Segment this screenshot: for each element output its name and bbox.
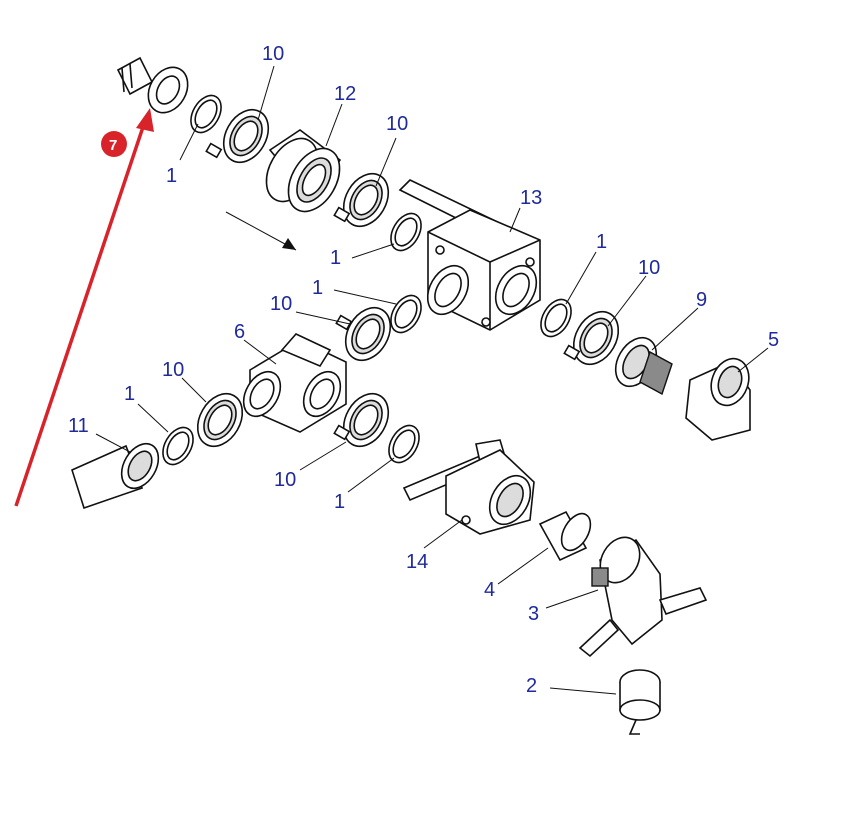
part-flange-7 xyxy=(147,66,189,114)
direction-arrow xyxy=(225,211,297,251)
callout-label: 13 xyxy=(520,187,542,209)
part-clamp-tee-10 xyxy=(196,392,244,448)
part-ball-valve-14 xyxy=(402,439,535,535)
part-sleeve-4 xyxy=(538,510,592,562)
callouts: 10 12 10 1 13 1 1 10 9 5 1 10 6 10 1 11 … xyxy=(68,43,779,697)
highlight-arrow xyxy=(14,108,154,507)
part-tee-6 xyxy=(242,333,347,433)
part-adapter-9 xyxy=(614,336,673,396)
part-cap-2 xyxy=(619,669,661,735)
callout-label: 12 xyxy=(334,83,356,105)
highlight-badge-number: 7 xyxy=(109,137,117,154)
callout-label: 6 xyxy=(234,321,245,343)
part-oring-center-1 xyxy=(390,294,422,334)
callout-label: 3 xyxy=(528,603,539,625)
part-oring-tee-1 xyxy=(162,426,194,466)
callout-label: 1 xyxy=(330,247,341,269)
part-clamp-left-10 xyxy=(335,306,392,362)
part-camlock-elbow-3 xyxy=(578,536,708,658)
highlight-badge-circle xyxy=(101,131,127,157)
part-hose-tail-11 xyxy=(71,442,160,510)
callout-label: 9 xyxy=(696,289,707,311)
callout-label: 1 xyxy=(166,165,177,187)
part-hose-tail-top xyxy=(116,56,154,96)
callout-label: 4 xyxy=(484,579,495,601)
part-valve-13 xyxy=(398,179,541,331)
part-clamp-low-10 xyxy=(333,392,390,448)
part-oring-top-1 xyxy=(190,94,222,134)
callout-label: 10 xyxy=(270,293,292,315)
part-oring-right-1 xyxy=(540,298,572,338)
part-coupling-12 xyxy=(265,129,342,213)
callout-label: 2 xyxy=(526,675,537,697)
callout-label: 11 xyxy=(68,415,89,437)
highlight-badge: 7 xyxy=(101,131,127,157)
part-clamp-right-10 xyxy=(563,310,620,366)
callout-label: 10 xyxy=(638,257,660,279)
callout-label: 1 xyxy=(334,491,345,513)
callout-label: 1 xyxy=(124,383,135,405)
part-oring-low-1 xyxy=(388,424,420,464)
part-clamp-mid-10 xyxy=(333,172,390,228)
part-clamp-top-10 xyxy=(205,108,270,164)
callout-label: 1 xyxy=(312,277,323,299)
callout-label: 14 xyxy=(406,551,428,573)
part-oring-mid-1 xyxy=(390,212,422,252)
callout-label: 10 xyxy=(262,43,284,65)
callout-label: 10 xyxy=(274,469,296,491)
leader-lines xyxy=(95,65,769,695)
callout-label: 5 xyxy=(768,329,779,351)
callout-label: 10 xyxy=(386,113,408,135)
callout-label: 1 xyxy=(596,231,607,253)
callout-label: 10 xyxy=(162,359,184,381)
part-elbow-5 xyxy=(685,357,751,441)
